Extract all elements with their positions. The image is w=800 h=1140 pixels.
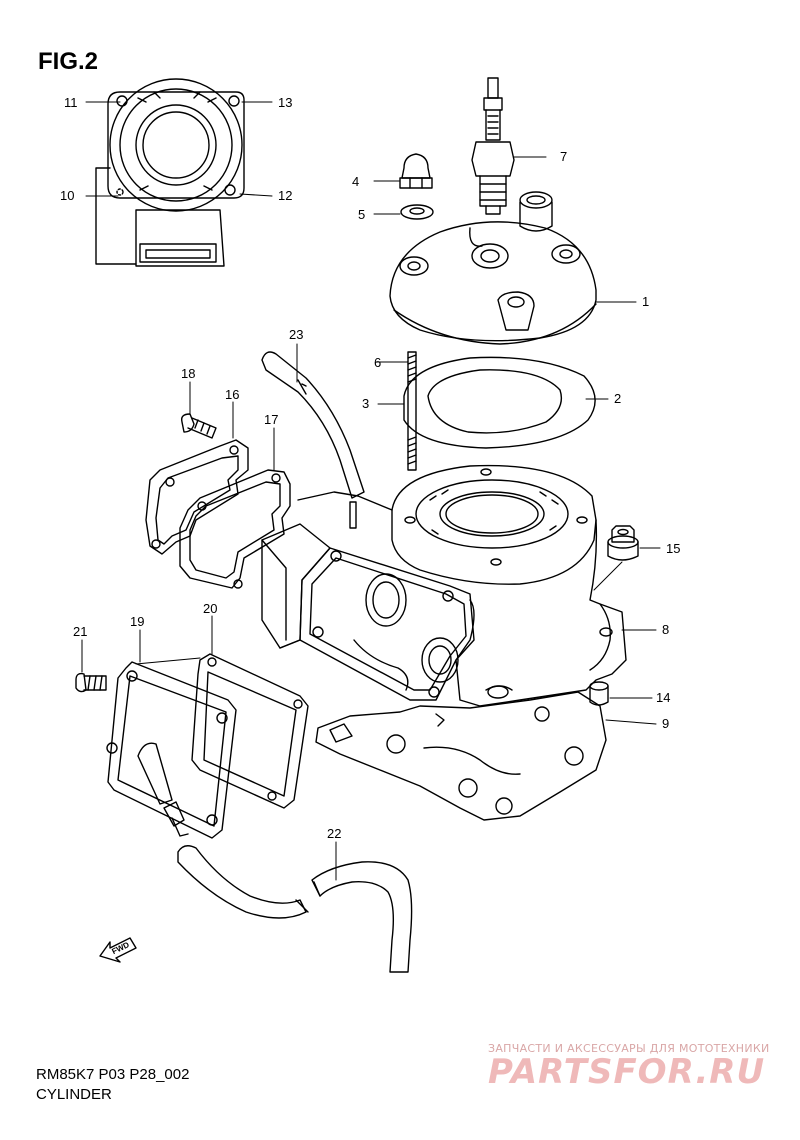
callout-14: 14 (656, 690, 670, 705)
stud-bolt (407, 351, 417, 471)
callout-18: 18 (181, 366, 195, 381)
reed-cover-19 (106, 661, 237, 839)
callout-7: 7 (560, 149, 567, 164)
section-name: CYLINDER (36, 1086, 112, 1103)
callout-12: 12 (278, 188, 292, 203)
hose-22 (177, 845, 413, 973)
leader-lines (81, 101, 661, 881)
gasket-17 (179, 469, 291, 589)
callout-11: 11 (64, 95, 78, 110)
dowel-pin (589, 681, 609, 706)
callout-13: 13 (278, 95, 292, 110)
gasket-16 (145, 439, 249, 555)
callout-6: 6 (374, 355, 381, 370)
callout-labels: 1 2 3 4 5 6 7 8 9 10 11 12 13 14 15 16 1… (60, 95, 680, 841)
watermark-logo: PARTSFOR.RU (488, 1052, 766, 1092)
spark-plug (471, 77, 515, 215)
callout-22: 22 (327, 826, 341, 841)
inset-head-top-view (95, 78, 245, 267)
callout-4: 4 (352, 174, 359, 189)
callout-3: 3 (362, 396, 369, 411)
head-gasket (403, 356, 596, 449)
watermark-caption: ЗАПЧАСТИ И АКСЕССУАРЫ ДЛЯ МОТОТЕХНИКИ (488, 1042, 770, 1055)
callout-5: 5 (358, 207, 365, 222)
callout-23: 23 (289, 327, 303, 342)
hose-23 (261, 351, 365, 499)
fwd-arrow (99, 937, 137, 963)
model-code: RM85K7 P03 P28_002 (36, 1066, 190, 1083)
cap-nut (399, 153, 433, 189)
callout-21: 21 (73, 624, 87, 639)
callout-20: 20 (203, 601, 217, 616)
gasket-20 (191, 653, 309, 809)
flange-nut (607, 525, 639, 561)
cylinder-body (261, 464, 627, 707)
callout-17: 17 (264, 412, 278, 427)
bolt-18 (180, 413, 217, 439)
base-gasket (315, 691, 607, 821)
cylinder-head (389, 191, 597, 345)
figure-title: FIG.2 (38, 48, 99, 75)
screw-21 (75, 672, 107, 693)
callout-9: 9 (662, 716, 669, 731)
callout-1: 1 (642, 294, 649, 309)
callout-16: 16 (225, 387, 239, 402)
callout-15: 15 (666, 541, 680, 556)
callout-10: 10 (60, 188, 74, 203)
fwd-label: FWD (110, 940, 131, 956)
callout-2: 2 (614, 391, 621, 406)
callout-8: 8 (662, 622, 669, 637)
washer (400, 204, 434, 220)
callout-19: 19 (130, 614, 144, 629)
